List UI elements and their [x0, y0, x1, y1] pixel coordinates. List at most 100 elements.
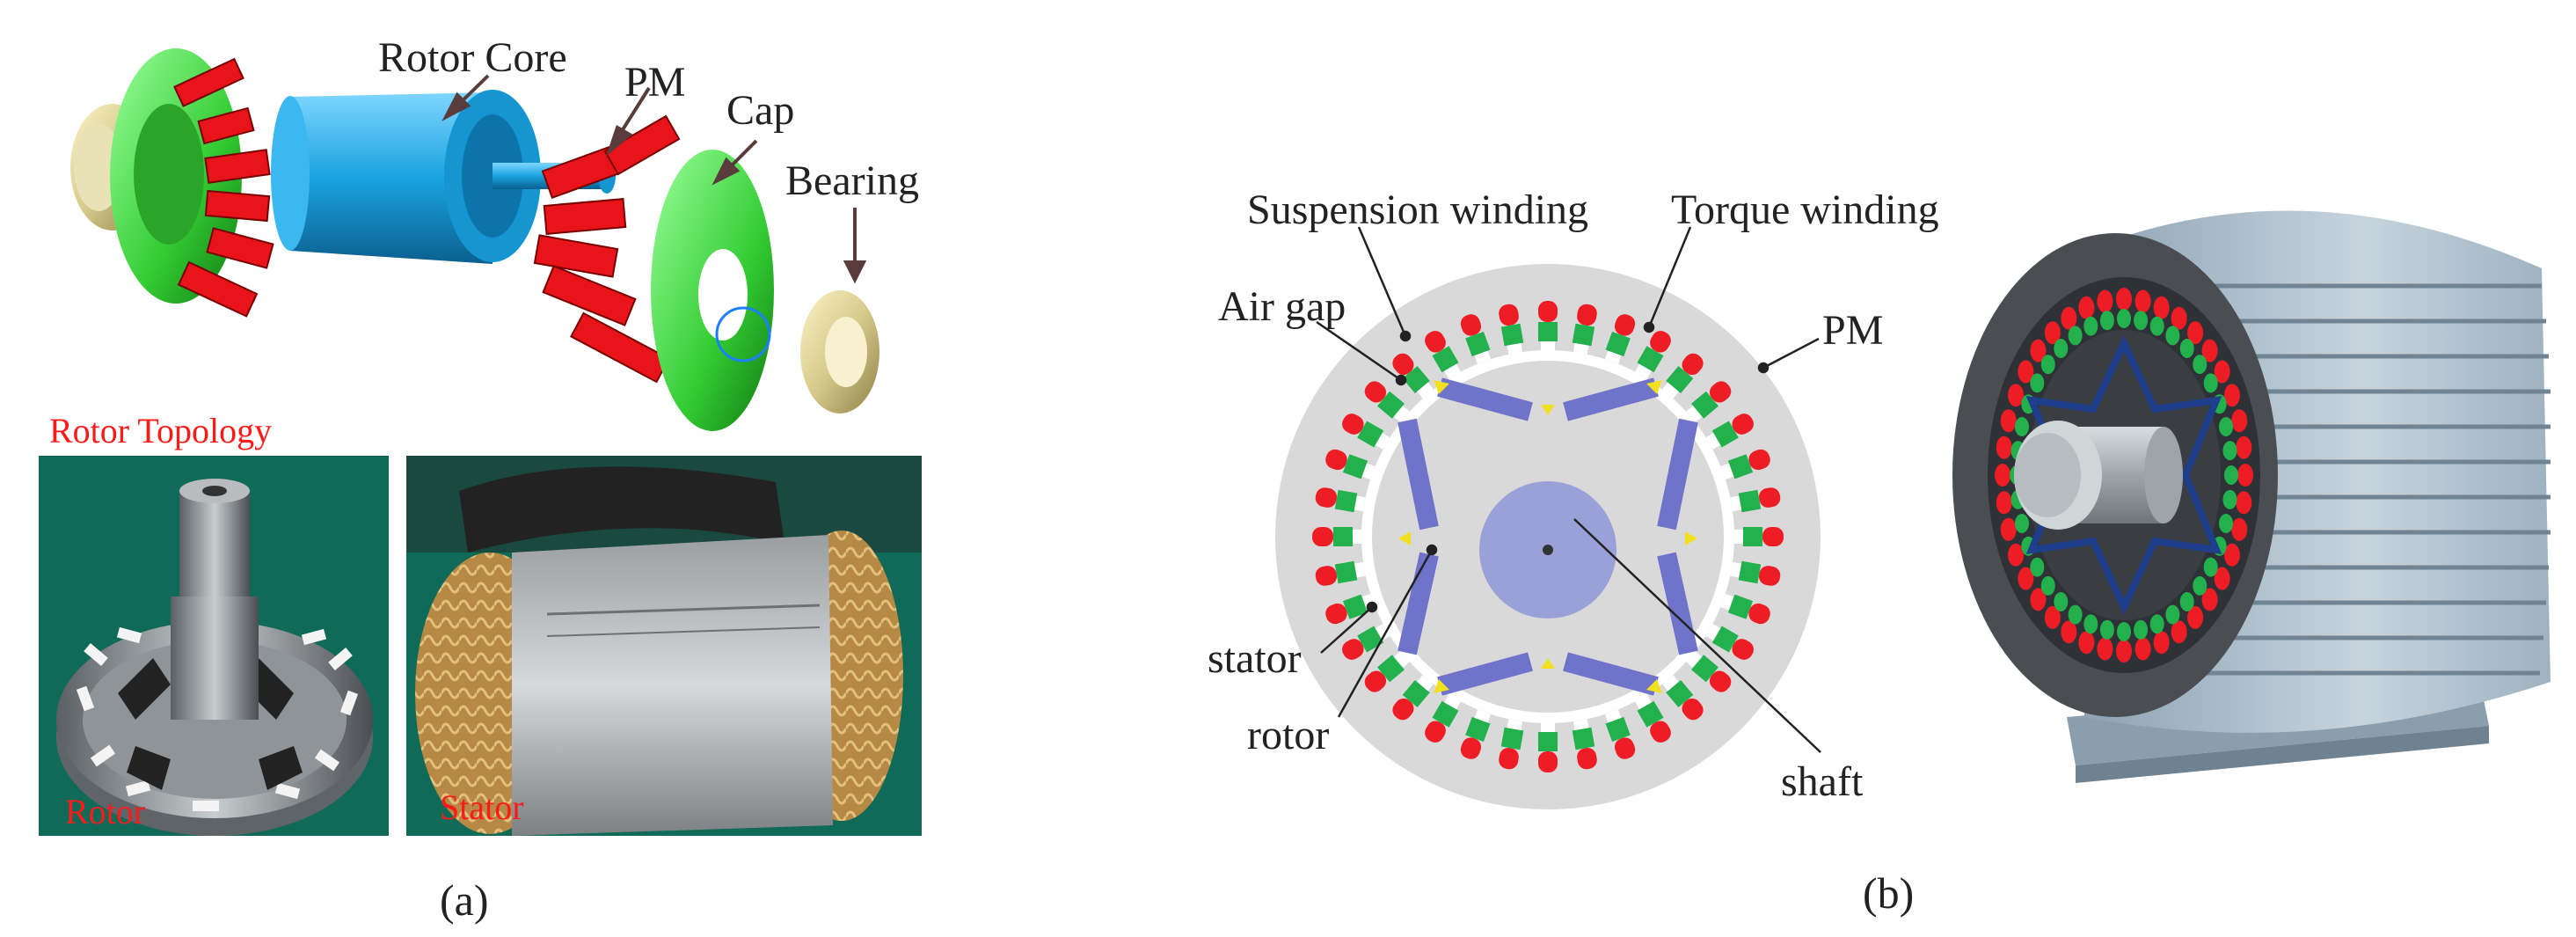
- torque-winding-slot: [1364, 670, 1387, 692]
- suspension-winding-slot: [1402, 366, 1430, 394]
- suspension-winding-slot: [1690, 655, 1719, 683]
- torque-winding-slot: [1342, 414, 1364, 435]
- suspension-winding-slot-3d: [2083, 316, 2098, 336]
- slot-opening: [1444, 694, 1461, 710]
- stator-tooth: [1312, 527, 1361, 546]
- suspension-winding-slot: [1538, 322, 1558, 341]
- machine-cross-section: [1275, 264, 1821, 809]
- torque-winding-slot-3d: [2030, 588, 2047, 611]
- torque-winding-slot-3d: [2171, 620, 2187, 644]
- slot-opening: [1353, 530, 1361, 544]
- torque-winding-slot-3d: [2061, 306, 2077, 330]
- shaft-center: [1543, 545, 1553, 555]
- torque-winding-slot: [1425, 331, 1446, 353]
- torque-winding-slot: [1682, 353, 1704, 376]
- rotor-photo: Rotor: [39, 456, 389, 836]
- suspension-winding-slot: [1342, 454, 1368, 479]
- slot-opening: [1662, 382, 1679, 399]
- slot-opening: [1541, 723, 1555, 732]
- right-cap: [651, 150, 774, 431]
- label-air-gap: Air gap: [1218, 283, 1346, 330]
- slot-opening: [1720, 593, 1734, 611]
- torque-winding-slot-3d: [2000, 409, 2017, 433]
- stator-tooth: [1499, 719, 1524, 770]
- torque-winding-slot-3d: [2135, 637, 2151, 661]
- suspension-winding-slot-3d: [2219, 416, 2234, 436]
- suspension-winding-slot-3d: [2149, 614, 2164, 634]
- stator-tooth: [1662, 675, 1704, 721]
- slot-opening: [1573, 342, 1589, 355]
- suspension-winding-slot: [1432, 346, 1459, 373]
- torque-winding-slot-3d: [2097, 289, 2113, 313]
- suspension-winding-slot: [1357, 421, 1384, 448]
- torque-winding-slot-3d: [2078, 296, 2095, 319]
- suspension-winding-slot: [1572, 727, 1595, 750]
- torque-winding-slot: [1392, 698, 1414, 721]
- suspension-winding-slot-3d: [2222, 489, 2237, 509]
- slot-opening: [1686, 651, 1703, 668]
- suspension-winding-slot: [1666, 366, 1694, 394]
- torque-winding-slot: [1758, 487, 1781, 508]
- torque-winding-slot: [1538, 751, 1558, 772]
- slot-opening: [1417, 382, 1434, 399]
- torque-winding-slot-3d: [2008, 543, 2025, 567]
- stator-tooth: [1364, 651, 1410, 692]
- torque-winding-slot: [1682, 698, 1704, 721]
- torque-winding-slot: [1748, 603, 1770, 625]
- suspension-winding-slot-3d: [2134, 311, 2149, 331]
- suspension-winding-slot: [1333, 527, 1353, 546]
- stator-tooth: [1720, 449, 1770, 480]
- torque-winding-slot: [1460, 737, 1482, 759]
- slot-opening: [1375, 624, 1390, 641]
- stator-tooth: [1342, 414, 1390, 450]
- rotor-photo-drawing: [56, 479, 373, 836]
- suspension-winding-slot: [1727, 454, 1754, 479]
- suspension-winding-slot-3d: [2179, 338, 2194, 358]
- torque-winding-slot-3d: [2187, 321, 2204, 345]
- suspension-winding-slot-3d: [2203, 373, 2218, 393]
- torque-winding-slot-3d: [1995, 464, 2010, 487]
- stator-tooth: [1425, 331, 1461, 379]
- suspension-winding-slot-3d: [2030, 557, 2045, 577]
- machine-3d-view: [1952, 210, 2550, 783]
- suspension-winding-slot: [1342, 594, 1368, 619]
- stator-tooth: [1686, 381, 1732, 422]
- pm-bars: [1397, 377, 1698, 696]
- stator-tooth: [1392, 675, 1434, 721]
- slot-opening: [1354, 561, 1366, 578]
- torque-winding-slot-3d: [2237, 464, 2253, 487]
- right-magnet-ring: [533, 114, 681, 384]
- suspension-winding-slot: [1738, 489, 1762, 513]
- torque-winding-slot: [1325, 449, 1347, 471]
- torque-winding-slot-3d: [2061, 620, 2077, 644]
- suspension-winding-slot: [1465, 716, 1491, 743]
- slot-opening: [1686, 406, 1703, 422]
- torque-winding-slot: [1709, 670, 1732, 692]
- stator-tooth: [1460, 314, 1492, 364]
- torque-winding-slot-3d: [2078, 631, 2095, 655]
- left-magnet-ring: [173, 57, 274, 318]
- winding-teeth: [1312, 301, 1784, 772]
- torque-winding-slot-3d: [2223, 543, 2240, 567]
- suspension-winding-slot-3d: [2054, 338, 2069, 358]
- slot-opening: [1730, 495, 1742, 512]
- torque-winding-slot-3d: [2153, 296, 2170, 319]
- torque-winding-slot: [1460, 314, 1482, 336]
- stator-tooth: [1364, 381, 1410, 422]
- torque-winding-slot-3d: [2008, 384, 2025, 407]
- torque-winding-slot: [1577, 304, 1597, 326]
- suspension-winding-slot: [1334, 560, 1358, 584]
- suspension-winding-slot-3d: [2224, 465, 2238, 485]
- label-rotor-topology: Rotor Topology: [49, 411, 273, 450]
- suspension-winding-slot-3d: [2040, 355, 2055, 375]
- label-bearing: Bearing: [785, 157, 919, 204]
- torque-winding-slot-3d: [2030, 339, 2047, 362]
- slot-opening: [1635, 363, 1652, 379]
- suspension-winding-slot-3d: [2068, 604, 2083, 625]
- suspension-winding-slot: [1666, 679, 1694, 707]
- torque-winding-slot: [1732, 414, 1754, 435]
- torque-winding-slot: [1758, 566, 1781, 586]
- shaft-3d: [2014, 421, 2183, 530]
- torque-winding-slot: [1425, 721, 1446, 743]
